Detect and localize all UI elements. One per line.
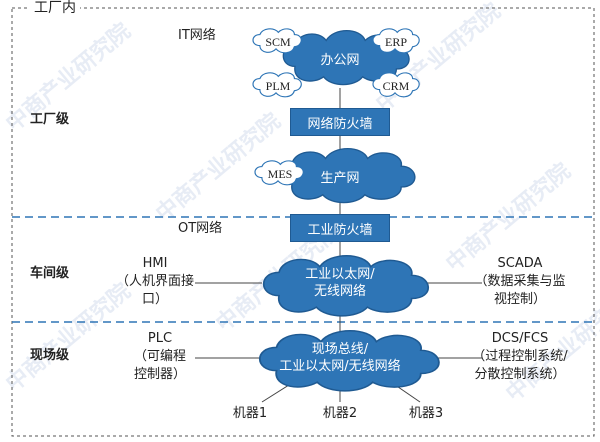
plc-title: PLC bbox=[147, 331, 173, 346]
hmi-desc-2: 口） bbox=[141, 292, 168, 307]
scada-desc-2: 视控制） bbox=[493, 292, 546, 307]
it-network-label: IT网络 bbox=[178, 28, 216, 43]
industrial-ethernet-label-1: 工业以太网/ bbox=[305, 267, 375, 282]
production-network-label: 生产网 bbox=[320, 171, 360, 186]
fieldbus-label-1: 现场总线/ bbox=[311, 342, 369, 357]
scm-label: SCM bbox=[265, 35, 291, 49]
industrial-firewall-label: 工业防火墙 bbox=[307, 222, 373, 238]
machine-1: 机器1 bbox=[232, 406, 268, 421]
plc-desc-1: （可编程 bbox=[133, 349, 186, 364]
network-firewall-label: 网络防火墙 bbox=[307, 116, 373, 132]
level-label-factory: 工厂级 bbox=[30, 112, 70, 127]
factory-frame bbox=[11, 7, 595, 437]
hmi-desc-1: （人机界面接 bbox=[115, 274, 194, 289]
ot-network-label: OT网络 bbox=[178, 221, 223, 236]
machine-3: 机器3 bbox=[408, 406, 444, 421]
mes-label: MES bbox=[267, 167, 293, 181]
crm-label: CRM bbox=[382, 79, 410, 93]
plc-desc-2: 控制器） bbox=[133, 367, 186, 382]
dcs-desc-1: （过程控制系统/ bbox=[472, 349, 568, 364]
machine-2: 机器2 bbox=[322, 406, 358, 421]
scada-title: SCADA bbox=[497, 256, 543, 271]
dcs-desc-2: 分散控制系统） bbox=[474, 367, 566, 382]
frame-label: 工厂内 bbox=[30, 0, 80, 16]
dcs-title: DCS/FCS bbox=[491, 331, 549, 346]
plm-label: PLM bbox=[265, 79, 291, 93]
hmi-title: HMI bbox=[142, 256, 168, 271]
industrial-ethernet-label-2: 无线网络 bbox=[313, 284, 366, 299]
fieldbus-label-2: 工业以太网/无线网络 bbox=[279, 359, 401, 374]
level-label-workshop: 车间级 bbox=[30, 266, 70, 281]
office-network-label: 办公网 bbox=[320, 53, 360, 68]
level-label-field: 现场级 bbox=[30, 348, 70, 363]
industrial-firewall: 工业防火墙 bbox=[290, 214, 390, 242]
network-firewall: 网络防火墙 bbox=[290, 108, 390, 136]
scada-desc-1: （数据采集与监 bbox=[474, 274, 566, 289]
erp-label: ERP bbox=[384, 35, 407, 49]
